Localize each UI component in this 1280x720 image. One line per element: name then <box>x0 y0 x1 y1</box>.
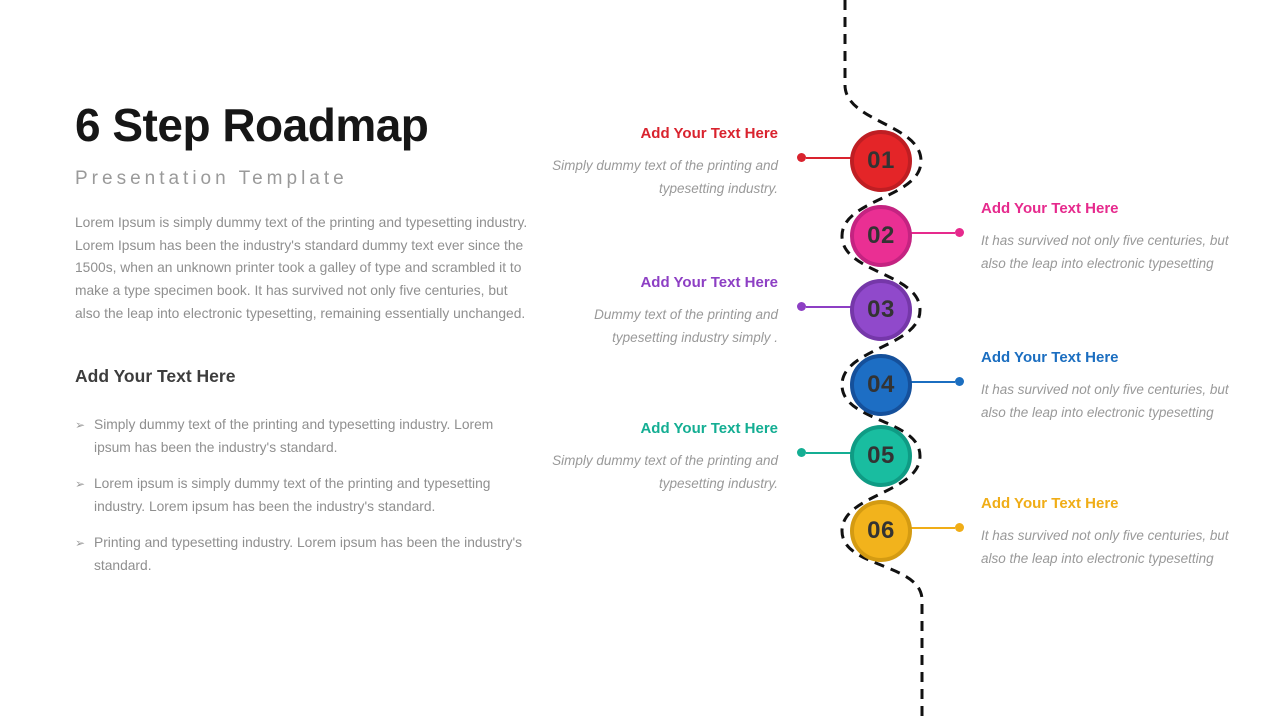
connector-dot-icon <box>955 377 964 386</box>
step-number-badge: 06 <box>850 500 912 562</box>
connector-line <box>806 305 852 308</box>
step-number-badge: 03 <box>850 279 912 341</box>
page-title: 6 Step Roadmap <box>75 99 429 151</box>
list-item: ➢ Printing and typesetting industry. Lor… <box>75 532 525 577</box>
timeline-step-04: Add Your Text Here It has survived not o… <box>0 349 1280 420</box>
step-text-block: Add Your Text Here Dummy text of the pri… <box>526 273 778 349</box>
step-text-block: Add Your Text Here It has survived not o… <box>981 348 1239 424</box>
bullet-list: ➢ Simply dummy text of the printing and … <box>75 414 525 591</box>
step-description: It has survived not only five centuries,… <box>981 528 1229 566</box>
step-connector <box>797 302 852 311</box>
step-number-badge: 04 <box>850 354 912 416</box>
list-item: ➢ Simply dummy text of the printing and … <box>75 414 525 459</box>
step-description: Dummy text of the printing and typesetti… <box>594 307 778 345</box>
connector-dot-icon <box>955 523 964 532</box>
step-description: It has survived not only five centuries,… <box>981 233 1229 271</box>
step-heading: Add Your Text Here <box>640 125 778 142</box>
step-heading: Add Your Text Here <box>640 274 778 291</box>
timeline-step-05: Add Your Text Here Simply dummy text of … <box>0 420 1280 491</box>
timeline-step-01: Add Your Text Here Simply dummy text of … <box>0 125 1280 196</box>
intro-paragraph: Lorem Ipsum is simply dummy text of the … <box>75 215 528 321</box>
bullet-text: Printing and typesetting industry. Lorem… <box>94 535 523 573</box>
step-connector <box>909 523 964 532</box>
step-connector <box>797 153 852 162</box>
connector-dot-icon <box>797 153 806 162</box>
bullet-text: Lorem ipsum is simply dummy text of the … <box>94 476 491 514</box>
step-description: Simply dummy text of the printing and ty… <box>552 453 778 491</box>
section-heading: Add Your Text Here <box>75 366 236 386</box>
step-heading: Add Your Text Here <box>981 349 1119 366</box>
arrow-bullet-icon: ➢ <box>75 536 86 550</box>
bullet-text: Simply dummy text of the printing and ty… <box>94 417 494 455</box>
step-heading: Add Your Text Here <box>640 420 778 437</box>
connector-line <box>806 451 852 454</box>
arrow-bullet-icon: ➢ <box>75 418 86 432</box>
step-heading: Add Your Text Here <box>981 200 1119 217</box>
arrow-bullet-icon: ➢ <box>75 477 86 491</box>
step-description: Simply dummy text of the printing and ty… <box>552 158 778 196</box>
step-connector <box>909 228 964 237</box>
list-item: ➢ Lorem ipsum is simply dummy text of th… <box>75 473 525 518</box>
timeline-step-06: Add Your Text Here It has survived not o… <box>0 495 1280 566</box>
timeline-step-03: Add Your Text Here Dummy text of the pri… <box>0 274 1280 345</box>
connector-dot-icon <box>797 448 806 457</box>
connector-dot-icon <box>797 302 806 311</box>
step-connector <box>797 448 852 457</box>
connector-line <box>909 231 955 234</box>
step-number-badge: 02 <box>850 205 912 267</box>
connector-line <box>909 380 955 383</box>
step-text-block: Add Your Text Here It has survived not o… <box>981 494 1239 570</box>
step-description: It has survived not only five centuries,… <box>981 382 1229 420</box>
step-number-badge: 01 <box>850 130 912 192</box>
connector-line <box>806 156 852 159</box>
step-connector <box>909 377 964 386</box>
step-heading: Add Your Text Here <box>981 495 1119 512</box>
step-number-badge: 05 <box>850 425 912 487</box>
connector-dot-icon <box>955 228 964 237</box>
connector-line <box>909 526 955 529</box>
timeline-step-02: Add Your Text Here It has survived not o… <box>0 200 1280 271</box>
step-text-block: Add Your Text Here Simply dummy text of … <box>526 419 778 495</box>
page-subtitle: Presentation Template <box>75 168 348 189</box>
step-text-block: Add Your Text Here Simply dummy text of … <box>526 124 778 200</box>
step-text-block: Add Your Text Here It has survived not o… <box>981 199 1239 275</box>
